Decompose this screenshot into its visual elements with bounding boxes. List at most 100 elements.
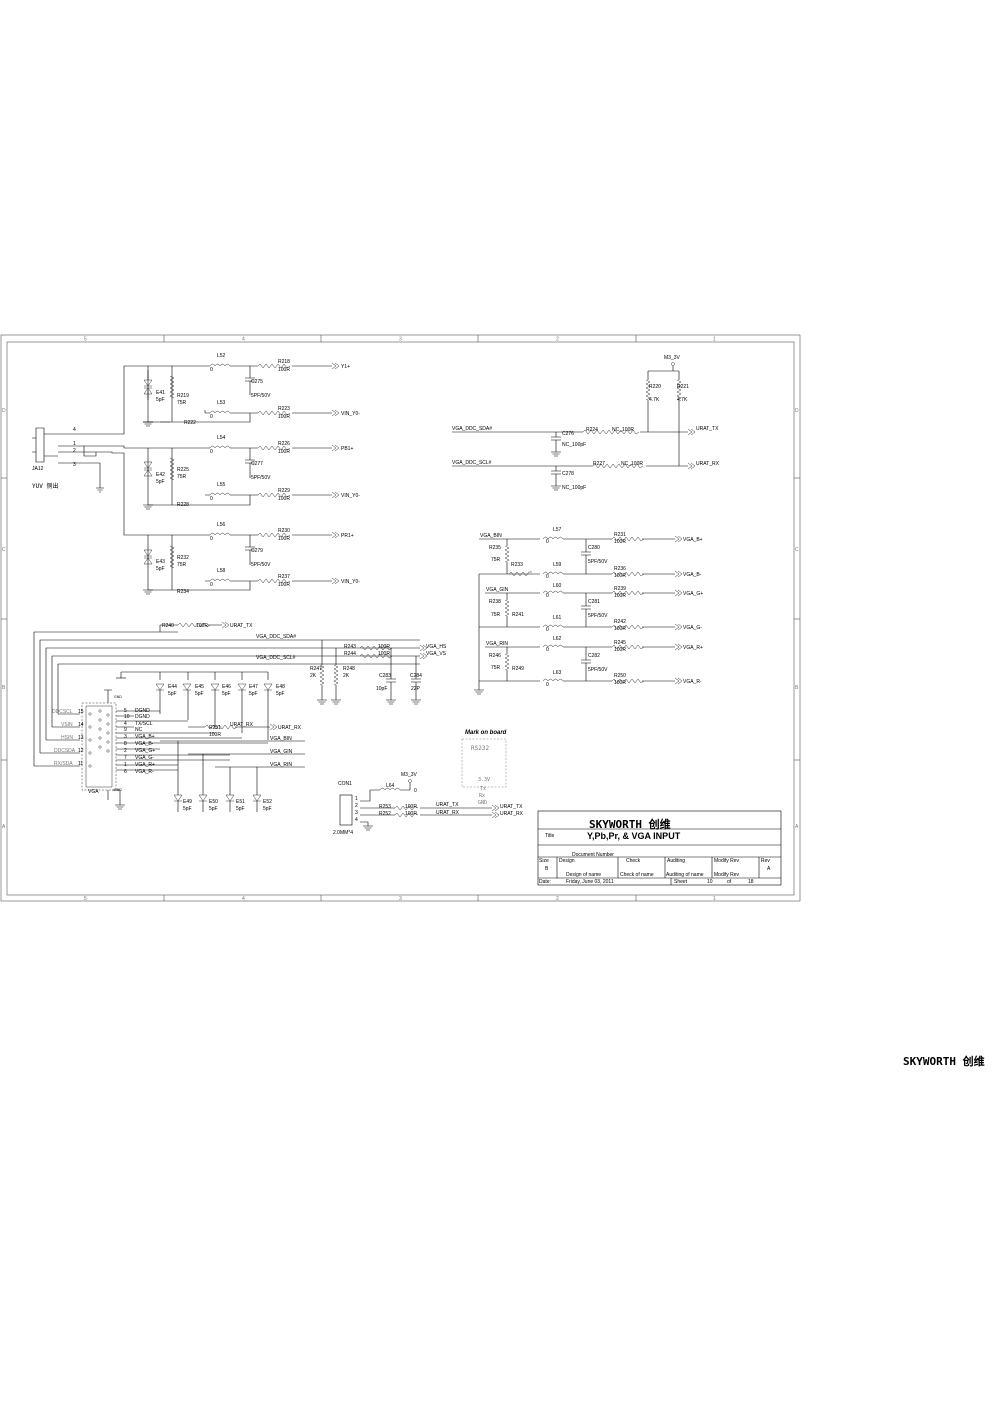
l58-val: 0: [210, 582, 213, 588]
pin-3-name: VGA_B+: [135, 734, 155, 740]
l63-val: 0: [546, 682, 549, 688]
c277-ref: C277: [251, 461, 263, 467]
r218-val: 100R: [278, 367, 290, 373]
e45-ref: E45: [195, 684, 204, 690]
pin-4-num: 4: [124, 721, 127, 727]
con1-ref: CON1: [338, 781, 352, 787]
r229-val: 100R: [278, 496, 290, 502]
r242-ref: R242: [614, 619, 626, 625]
c277-val: 5PF/50V: [251, 475, 271, 481]
e50-val: 5pF: [209, 806, 218, 812]
check-value: Check of name: [620, 872, 654, 878]
vga-gnd-top: GND: [114, 695, 122, 699]
border-bottom-3: 3: [399, 896, 402, 902]
c281-val: 5PF/50V: [588, 613, 608, 619]
c276-ref: C276: [562, 431, 574, 437]
e52-ref: E52: [263, 799, 272, 805]
r251-ref: R251: [209, 725, 221, 731]
sda-net-top: VGA_DDC_SDA#: [452, 426, 492, 432]
pin-10-name: DGND: [135, 714, 150, 720]
vin-y0-port-3: VIN_Y0-: [341, 579, 360, 585]
e51-val: 5pF: [236, 806, 245, 812]
e44-ref: E44: [168, 684, 177, 690]
r229-ref: R229: [278, 488, 290, 494]
l53-val: 0: [210, 414, 213, 420]
r245-val: 100R: [614, 647, 626, 653]
e51-ref: E51: [236, 799, 245, 805]
pin-12-num: 12: [78, 748, 84, 754]
pin-vsin-name: VSIN: [61, 722, 73, 728]
border-left-b: B: [2, 685, 6, 691]
r221-val: 4.7K: [677, 397, 688, 403]
r246-ref: R246: [489, 653, 501, 659]
r221-ref: R221: [677, 384, 689, 390]
r220-val: 4.7K: [649, 397, 660, 403]
con1-supply: M3_3V: [401, 772, 418, 778]
l62-ref: L62: [553, 636, 562, 642]
pin-9-name: NC: [135, 727, 143, 733]
pin-4-name: TX/SCL: [135, 721, 153, 727]
doc-number-label: Document Number: [572, 852, 614, 858]
con1-footprint: 2.0MM*4: [333, 830, 353, 836]
pin-11-num: 11: [78, 761, 83, 767]
c276-val: NC_100pF: [562, 442, 586, 448]
vga-gnd-bottom: GND: [114, 788, 122, 792]
mark-gnd: GND: [478, 800, 487, 806]
border-bottom-1: 1: [713, 896, 716, 902]
l57-val: 0: [546, 539, 549, 545]
r232-ref: R232: [177, 555, 189, 561]
mark-rx: Rx: [479, 793, 485, 799]
c275-val: 5PF/50V: [251, 393, 271, 399]
r225-val: 75R: [177, 474, 187, 480]
c284-ref: C284: [410, 673, 422, 679]
r222-ref: R222: [184, 420, 196, 426]
r244-ref: R244: [344, 651, 356, 657]
pin-14-num: 14: [78, 722, 84, 728]
mark-heading: Mark on board: [465, 730, 507, 736]
sheet-title: Y,Pb,Pr, & VGA INPUT: [587, 831, 681, 841]
r226-ref: R226: [278, 441, 290, 447]
vga-gin-net: VGA_GIN: [270, 749, 293, 755]
e48-val: 5pF: [276, 691, 285, 697]
vga-connector-ref: VGA: [88, 789, 99, 795]
jack-pin-3: 3: [73, 462, 76, 468]
size-value: B: [545, 866, 549, 872]
r249-ref: R249: [512, 666, 524, 672]
r250-ref: R250: [614, 673, 626, 679]
y1-port: Y1+: [341, 364, 350, 370]
border-right-a: A: [795, 824, 799, 830]
jack-pin-2: 2: [73, 448, 76, 454]
e49-ref: E49: [183, 799, 192, 805]
c280-ref: C280: [588, 545, 600, 551]
l61-ref: L61: [553, 615, 562, 621]
r237-ref: R237: [278, 574, 290, 580]
r223-ref: R223: [278, 406, 290, 412]
c275-ref: C275: [251, 379, 263, 385]
l54-val: 0: [210, 449, 213, 455]
pin-8-num: 8: [124, 741, 127, 747]
pr1-port: PR1+: [341, 533, 354, 539]
con1-section: CON1 1 2 3 4 2.0MM*4 M3_3V L64 0 R253 10…: [333, 772, 524, 836]
l55-val: 0: [210, 496, 213, 502]
l62-val: 0: [546, 647, 549, 653]
mark-on-board: Mark on board RS232 3.3V Tx Rx GND: [461, 730, 507, 806]
r241-ref: R241: [512, 612, 524, 618]
pin-ddcscl-name: DDCSCL: [52, 709, 73, 715]
border-bottom-5: 5: [84, 896, 87, 902]
r239-val: 100R: [614, 593, 626, 599]
e46-val: 5pF: [222, 691, 231, 697]
size-label: Size: [539, 858, 549, 864]
e41-ref: E41: [156, 390, 165, 396]
sheet-border: 5 4 3 2 1 5 4 3 2 1 D C B A D C B A: [0, 334, 801, 902]
pin-2-name: VGA_G+: [135, 748, 155, 754]
l56-ref: L56: [217, 522, 226, 528]
pin-1-name: VGA_R+: [135, 762, 155, 768]
r251-val: 100R: [209, 732, 221, 738]
l57-ref: L57: [553, 527, 562, 533]
check-label: Check: [626, 858, 641, 864]
rev-label: Rev: [761, 858, 770, 864]
vin-y0-port-1: VIN_Y0-: [341, 411, 360, 417]
m33v-top: M3_3V: [664, 355, 681, 361]
pin-hsin-name: HSIN: [61, 735, 73, 741]
ypbpr-rows: [204, 362, 340, 585]
